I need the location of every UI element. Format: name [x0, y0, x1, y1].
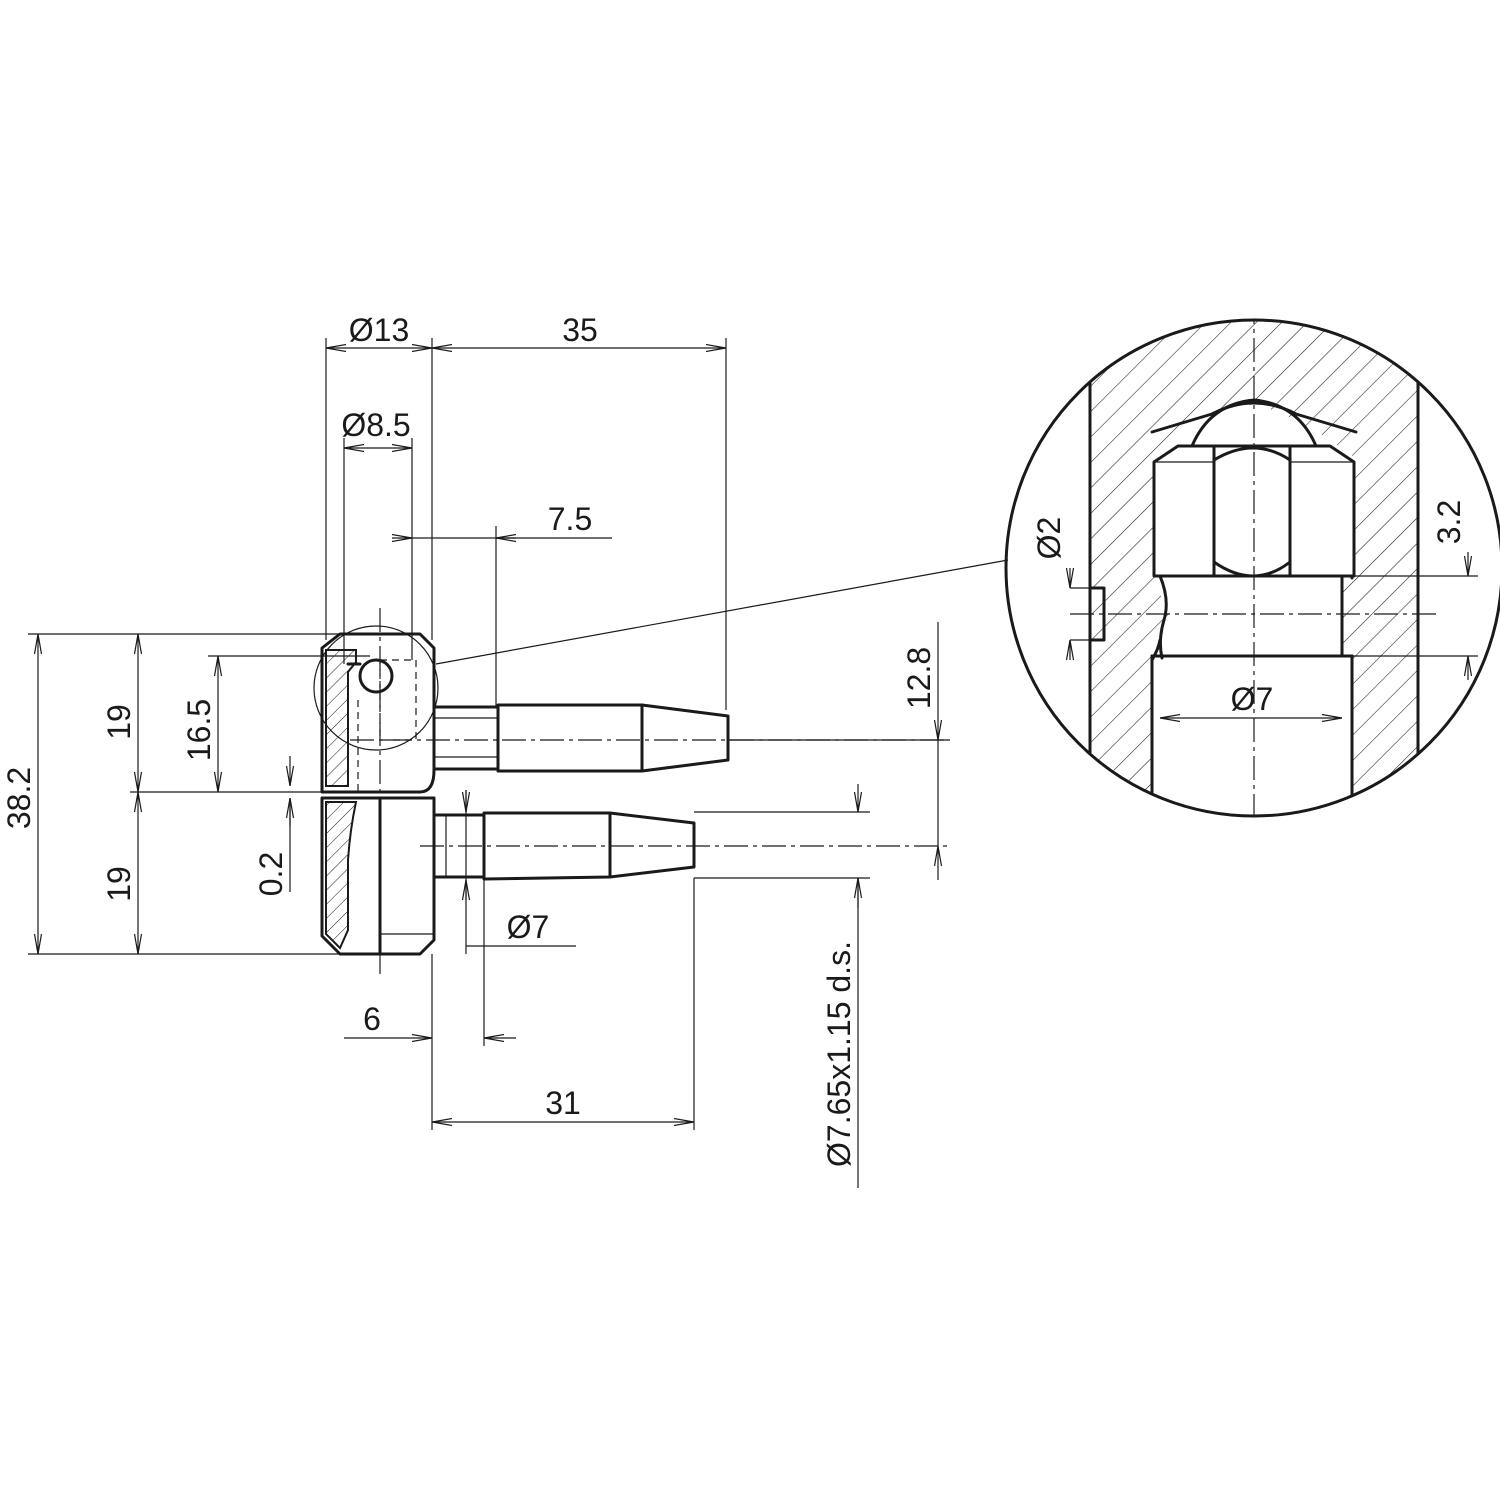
- dim-height-19-bottom: 19: [101, 866, 137, 902]
- dim-length-31: 31: [545, 1085, 581, 1121]
- dim-length-35: 35: [562, 312, 598, 348]
- dim-gap-0-2: 0.2: [253, 852, 289, 896]
- detail-dimension-lines: [1070, 552, 1478, 718]
- dim-height-38-2: 38.2: [1, 767, 37, 829]
- dim-height-19-top: 19: [101, 704, 137, 740]
- lower-knuckle: [320, 796, 436, 956]
- dim-length-6: 6: [363, 1001, 381, 1037]
- dimension-lines: [28, 338, 950, 1188]
- detail-boundary-circle: [1004, 318, 1500, 818]
- dim-length-7-5: 7.5: [548, 501, 592, 537]
- dim-height-16-5: 16.5: [181, 699, 217, 761]
- detail-leader-line: [435, 559, 1009, 665]
- dimension-labels: Ø13 35 Ø8.5 7.5 38.2 19 19 16.5 0.2 12.8…: [1, 312, 937, 1167]
- upper-pin: [430, 703, 730, 773]
- dim-dia-8-5: Ø8.5: [341, 407, 410, 443]
- dim-offset-12-8: 12.8: [901, 647, 937, 709]
- upper-knuckle: [320, 632, 436, 794]
- detail-dim-3-2: 3.2: [1431, 500, 1467, 544]
- detail-dimension-labels: Ø2 3.2 Ø7: [1031, 500, 1467, 717]
- dim-dia-13: Ø13: [349, 312, 409, 348]
- hinge-main-view: [313, 559, 1009, 976]
- detail-view: Ø2 3.2 Ø7: [1004, 318, 1500, 818]
- dim-thread-spec: Ø7.65x1.15 d.s.: [821, 941, 857, 1167]
- detail-dim-dia-7: Ø7: [1231, 681, 1274, 717]
- detail-marker-circle: [313, 625, 439, 751]
- dim-dia-7-pin: Ø7: [507, 909, 550, 945]
- detail-dim-dia-2: Ø2: [1031, 517, 1067, 560]
